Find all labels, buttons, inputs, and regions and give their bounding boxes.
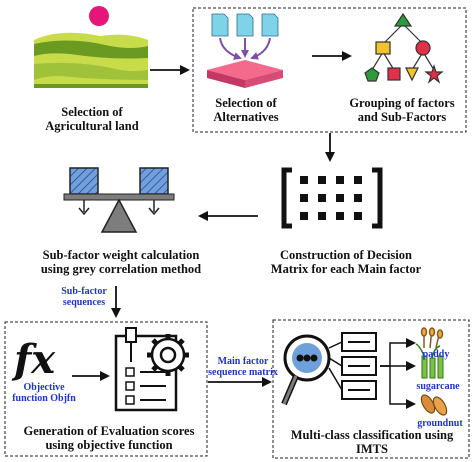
balance-scale-icon — [63, 167, 175, 233]
agri-land-line1: Selection of — [61, 105, 123, 119]
classification-line2: IMTS — [356, 442, 388, 456]
objective-function-symbol: fx — [14, 336, 56, 383]
objective-line2: function Objfn — [12, 393, 76, 404]
magnifier-icon — [281, 334, 331, 406]
evaluation-label: Generation of Evaluation scores using ob… — [12, 424, 206, 452]
subfactor-sequences-line2: sequences — [62, 297, 106, 308]
main-factor-matrix-line2: sequence matrix — [208, 367, 278, 378]
groundnut-icon — [420, 394, 448, 416]
decision-matrix-line2: Matrix for each Main factor — [270, 262, 422, 276]
subfactor-sequences-line1: Sub-factor — [61, 286, 107, 297]
evaluation-box — [4, 321, 208, 457]
evaluation-line2: using objective function — [45, 438, 173, 452]
main-factor-matrix-line1: Main factor — [217, 356, 269, 367]
subfactor-sequences-label: Sub-factor sequences — [52, 286, 116, 308]
alternatives-label: Selection of Alternatives — [200, 96, 292, 124]
arrow-to-paddy — [380, 338, 416, 367]
class-list-icon — [328, 332, 377, 400]
agricultural-land-icon — [34, 6, 148, 88]
objective-line1: Objective — [23, 382, 65, 393]
alternatives-line2: Alternatives — [213, 110, 279, 124]
matrix-icon — [281, 167, 383, 229]
evaluation-line1: Generation of Evaluation scores — [23, 424, 195, 438]
gear-icon — [147, 334, 189, 376]
alternatives-grouping-box — [192, 7, 467, 133]
weight-calc-label: Sub-factor weight calculation using grey… — [18, 248, 224, 276]
agri-land-label: Selection of Agricultural land — [30, 105, 154, 133]
classification-box — [272, 319, 470, 459]
paddy-icon — [420, 327, 444, 349]
alternatives-icon — [207, 13, 283, 88]
grouping-line1: Grouping of factors — [349, 96, 455, 110]
class-label-groundnut: groundnut — [417, 418, 463, 429]
class-label-sugarcane: sugarcane — [416, 381, 460, 392]
grouping-line2: and Sub-Factors — [357, 110, 447, 124]
grouping-label: Grouping of factors and Sub-Factors — [338, 96, 466, 124]
weight-calc-line1: Sub-factor weight calculation — [42, 248, 200, 262]
main-factor-matrix-label: Main factor sequence matrix — [206, 356, 280, 378]
sugarcane-icon — [415, 343, 444, 379]
class-label-paddy: paddy — [422, 349, 450, 360]
decision-matrix-line1: Construction of Decision — [280, 248, 412, 262]
arrow-to-groundnut — [380, 365, 416, 409]
decision-matrix-label: Construction of Decision Matrix for each… — [254, 248, 438, 276]
agri-land-line2: Agricultural land — [45, 119, 139, 133]
classification-line1: Multi-class classification using — [290, 428, 454, 442]
classification-label: Multi-class classification using IMTS — [282, 428, 462, 456]
alternatives-line1: Selection of — [215, 96, 277, 110]
weight-calc-line2: using grey correlation method — [40, 262, 202, 276]
objective-function-label: Objective function Objfn — [6, 382, 82, 404]
grouping-tree-icon — [364, 12, 444, 84]
